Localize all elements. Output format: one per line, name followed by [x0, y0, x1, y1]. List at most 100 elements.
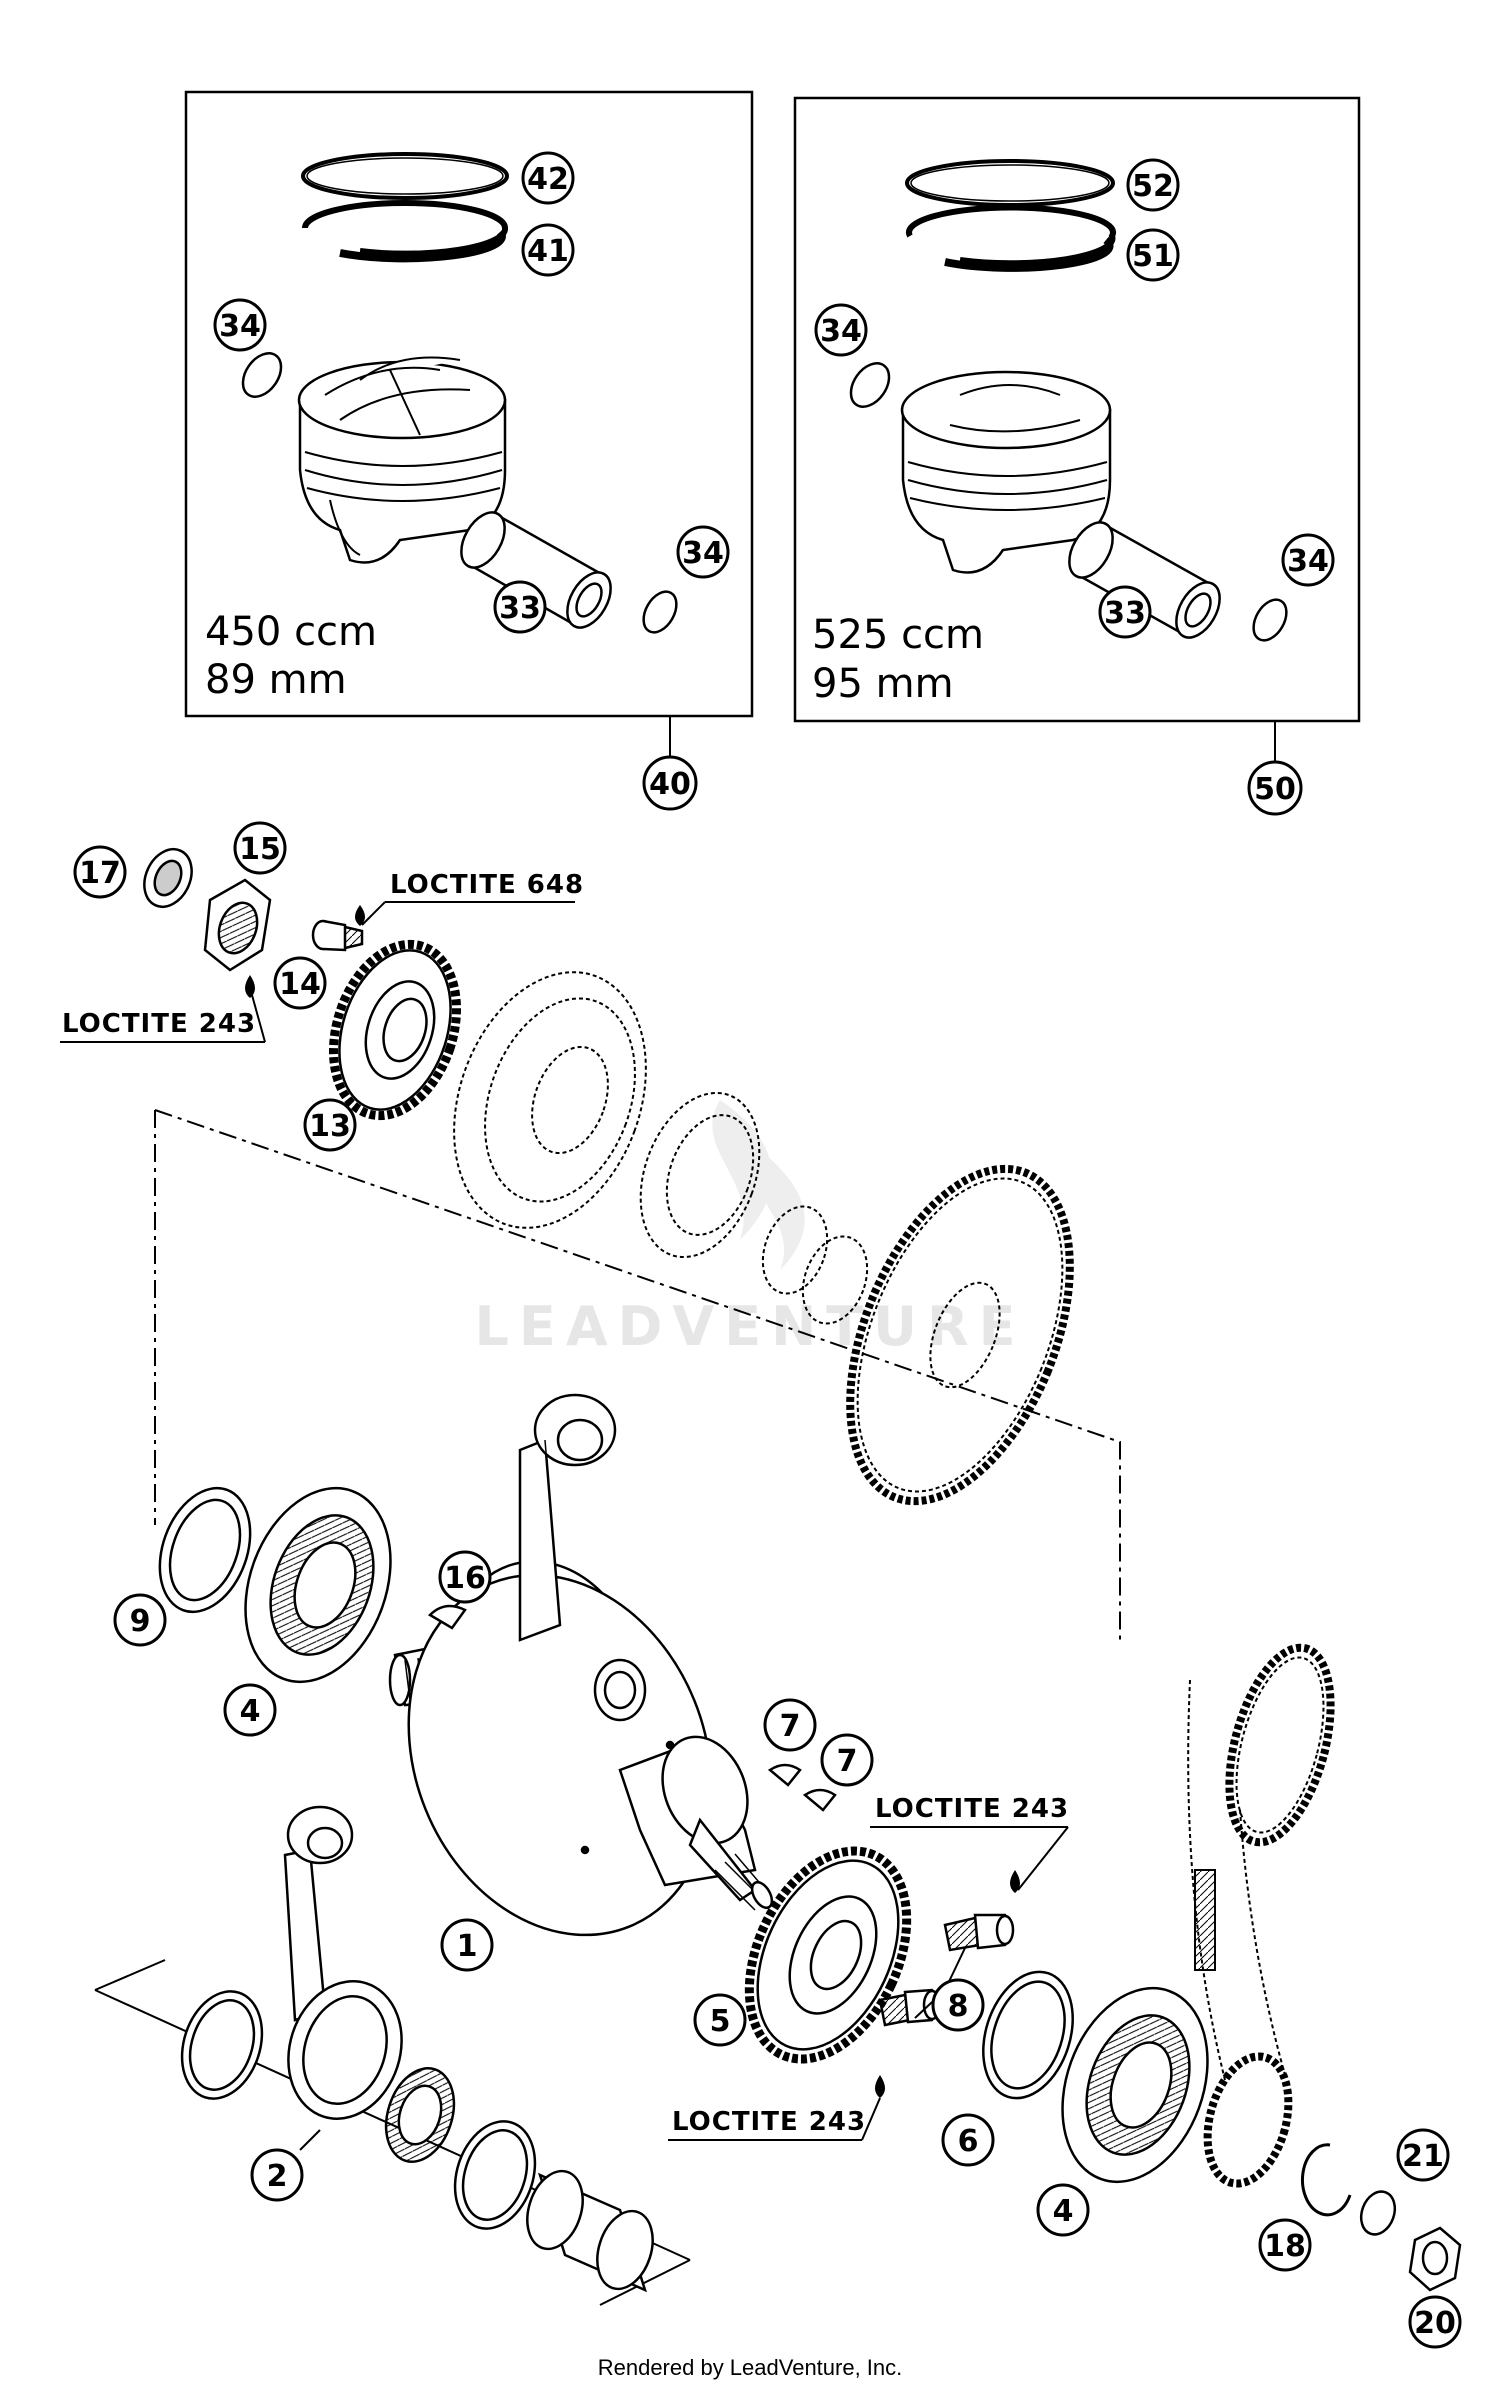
phantom-flywheel	[453, 971, 647, 1229]
screw-14	[311, 919, 364, 952]
callout-13[interactable]: 13	[303, 1098, 357, 1152]
circlip-34	[642, 590, 678, 634]
loctite-drop	[355, 905, 365, 926]
callout-2[interactable]: 2	[250, 2148, 304, 2202]
seal-9	[158, 1486, 252, 1614]
svg-text:7: 7	[780, 1709, 801, 1744]
callout-21[interactable]: 21	[1396, 2128, 1450, 2182]
callout-34[interactable]: 34	[1281, 533, 1335, 587]
callout-18[interactable]: 18	[1258, 2218, 1312, 2272]
bearing-17	[143, 848, 193, 908]
watermark-text: LEADVENTURE	[475, 1295, 1026, 1358]
callout-6[interactable]: 6	[941, 2113, 995, 2167]
callout-51[interactable]: 51	[1126, 228, 1180, 282]
callout-16[interactable]: 16	[438, 1550, 492, 1604]
callout-15[interactable]: 15	[233, 821, 287, 875]
crank-pin	[526, 2169, 654, 2293]
svg-text:13: 13	[309, 1109, 351, 1144]
needle-bearing	[384, 2067, 456, 2163]
svg-text:42: 42	[527, 162, 569, 197]
piston-ring-52	[905, 159, 1115, 207]
footer-credit: Rendered by LeadVenture, Inc.	[597, 2355, 903, 2380]
callout-1[interactable]: 1	[440, 1918, 494, 1972]
piston-ring-51	[906, 204, 1116, 272]
phantom-needle-bearing	[761, 1205, 869, 1325]
key-7	[802, 1788, 837, 1812]
circlip-34	[241, 352, 283, 398]
loctite-drop	[245, 975, 255, 998]
piston-ring-41	[302, 200, 508, 263]
screw-8	[943, 1913, 1015, 1952]
callout-40[interactable]: 40	[642, 755, 698, 811]
callout-34[interactable]: 34	[814, 303, 868, 357]
callout-33[interactable]: 33	[1098, 585, 1152, 639]
svg-text:5: 5	[710, 2004, 731, 2039]
callout-4[interactable]: 4	[223, 1683, 277, 1737]
callout-4[interactable]: 4	[1036, 2183, 1090, 2237]
svg-text:6: 6	[958, 2124, 979, 2159]
svg-text:50: 50	[1254, 772, 1296, 807]
key-16	[427, 1604, 467, 1630]
svg-text:17: 17	[79, 856, 121, 891]
callout-52[interactable]: 52	[1126, 158, 1180, 212]
note-loctite-648: LOCTITE 648	[361, 870, 583, 926]
washer-21	[1359, 2190, 1397, 2236]
callout-17[interactable]: 17	[73, 845, 127, 899]
circlip-18	[1300, 2143, 1352, 2217]
callout-34[interactable]: 34	[213, 298, 267, 352]
assembly-lines	[154, 1109, 1121, 1640]
conrod-kit-2	[94, 1805, 691, 2306]
svg-text:14: 14	[279, 967, 321, 1002]
callout-5[interactable]: 5	[693, 1993, 747, 2047]
bearing-4	[244, 1486, 392, 1684]
svg-text:18: 18	[1264, 2229, 1306, 2264]
gear-5	[744, 1846, 912, 2064]
svg-text:34: 34	[820, 314, 862, 349]
callout-34[interactable]: 34	[676, 525, 730, 579]
callout-9[interactable]: 9	[113, 1593, 167, 1647]
bearing-4	[1061, 1986, 1209, 2184]
kit-525-displacement: 525 ccm	[812, 612, 984, 658]
svg-text:40: 40	[649, 767, 691, 802]
svg-text:LOCTITE 243: LOCTITE 243	[875, 1794, 1069, 1824]
callout-8[interactable]: 8	[931, 1978, 985, 2032]
svg-text:33: 33	[499, 591, 541, 626]
loctite-drop	[875, 2075, 885, 2098]
callout-7[interactable]: 7	[820, 1733, 874, 1787]
kit-box-525: 525 ccm 95 mm	[793, 96, 1361, 762]
gear-13	[328, 939, 462, 1121]
callout-50[interactable]: 50	[1247, 760, 1303, 816]
kit-box-450: 450 ccm 89 mm	[184, 90, 754, 757]
note-loctite-243-a: LOCTITE 243	[60, 994, 266, 1043]
callout-14[interactable]: 14	[273, 956, 327, 1010]
key-7	[767, 1763, 802, 1787]
piston-pin-33	[1068, 521, 1221, 639]
watermark: LEADVENTURE	[475, 1100, 1026, 1358]
svg-text:34: 34	[1287, 544, 1329, 579]
svg-text:LOCTITE 243: LOCTITE 243	[672, 2107, 866, 2137]
phantom-freewheel	[639, 1091, 761, 1259]
circlip-34	[1252, 598, 1288, 642]
callout-33[interactable]: 33	[493, 580, 547, 634]
svg-text:LOCTITE 243: LOCTITE 243	[62, 1009, 256, 1039]
svg-text:52: 52	[1132, 169, 1174, 204]
phantom-timing-chain	[1187, 1643, 1335, 2188]
note-loctite-243-c: LOCTITE 243	[668, 2097, 881, 2141]
piston-pin-33	[460, 511, 612, 629]
phantom-starter-gear	[846, 1164, 1074, 1506]
svg-text:1: 1	[457, 1929, 478, 1964]
piston-525	[900, 370, 1112, 574]
svg-text:4: 4	[240, 1694, 261, 1729]
callout-7[interactable]: 7	[763, 1698, 817, 1752]
kit-450-displacement: 450 ccm	[205, 609, 377, 655]
callout-42[interactable]: 42	[521, 151, 575, 205]
svg-text:15: 15	[239, 832, 281, 867]
nut-15	[203, 878, 272, 972]
svg-text:8: 8	[948, 1989, 969, 2024]
piston-ring-42	[301, 152, 509, 200]
loctite-drop	[1010, 1870, 1020, 1893]
callout-20[interactable]: 20	[1408, 2295, 1462, 2349]
callout-41[interactable]: 41	[521, 223, 575, 277]
kit-525-bore: 95 mm	[812, 661, 954, 707]
